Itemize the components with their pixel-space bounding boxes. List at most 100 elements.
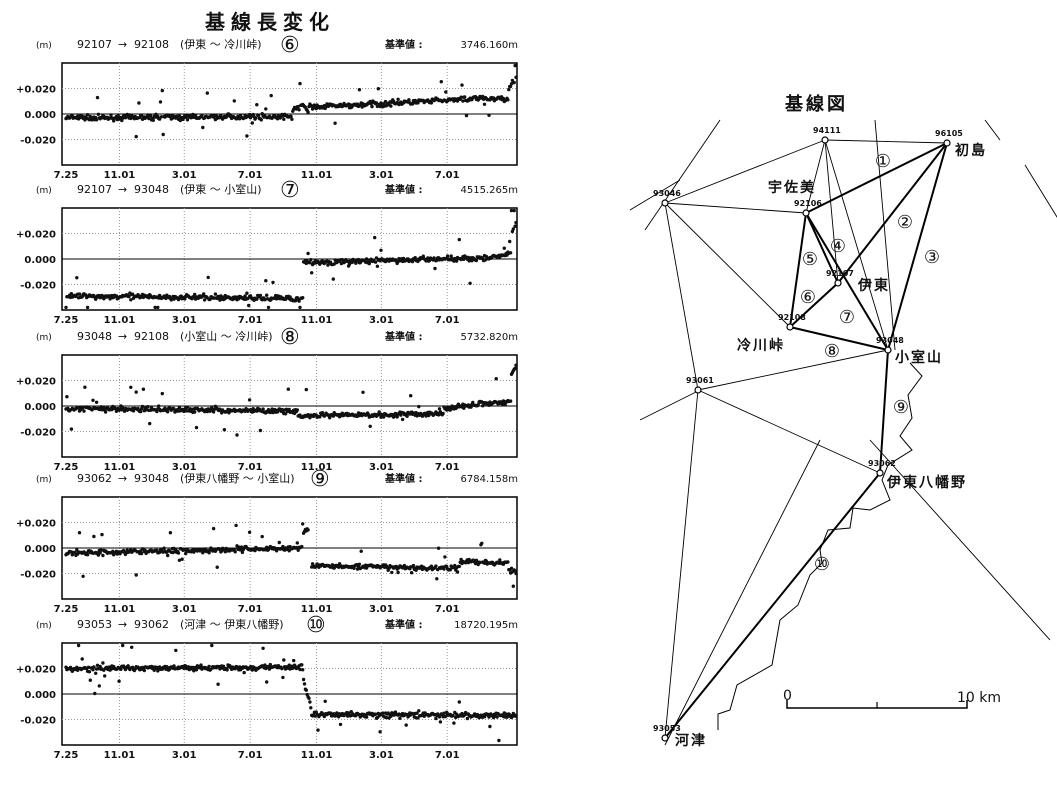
data-point bbox=[487, 113, 491, 118]
data-point bbox=[407, 98, 411, 102]
data-point bbox=[411, 563, 416, 568]
data-point bbox=[92, 534, 96, 539]
data-point bbox=[310, 107, 315, 111]
network-line bbox=[629, 179, 681, 211]
data-point bbox=[400, 417, 405, 422]
data-point bbox=[185, 405, 190, 409]
data-point bbox=[461, 99, 465, 103]
data-point bbox=[205, 91, 209, 95]
data-point bbox=[103, 410, 108, 414]
data-point bbox=[282, 658, 286, 662]
data-point bbox=[370, 104, 374, 109]
data-point bbox=[413, 256, 417, 260]
data-point bbox=[442, 567, 446, 571]
data-point bbox=[140, 404, 145, 409]
data-point bbox=[77, 531, 82, 535]
data-point bbox=[291, 666, 295, 670]
data-point bbox=[514, 714, 518, 718]
data-point bbox=[94, 671, 98, 675]
data-point bbox=[395, 415, 399, 419]
reference-value: 18720.195m bbox=[454, 620, 518, 631]
data-point bbox=[258, 428, 263, 433]
data-point bbox=[148, 421, 152, 426]
data-point bbox=[151, 118, 155, 123]
data-point bbox=[287, 407, 291, 412]
data-point bbox=[286, 387, 290, 391]
data-point bbox=[434, 564, 438, 568]
main-title: 基線長変化 bbox=[205, 10, 335, 34]
data-point bbox=[85, 113, 90, 117]
data-point bbox=[494, 377, 498, 381]
data-point bbox=[221, 664, 226, 668]
to-station: 93048 bbox=[134, 472, 169, 485]
route-label: (河津 ～ 伊東八幡野) bbox=[180, 617, 284, 631]
data-point bbox=[81, 574, 85, 578]
y-tick-label: +0.020 bbox=[16, 665, 56, 676]
data-point bbox=[157, 117, 162, 121]
y-tick-label: 0.000 bbox=[24, 402, 56, 413]
y-tick-label: +0.020 bbox=[16, 230, 56, 241]
data-point bbox=[269, 93, 273, 98]
reference-value: 4515.265m bbox=[461, 185, 518, 196]
data-point bbox=[498, 558, 502, 562]
station-name: 河津 bbox=[675, 732, 707, 749]
data-point bbox=[287, 663, 291, 667]
baseline-number: ⑧ bbox=[280, 325, 300, 350]
data-point bbox=[294, 545, 299, 550]
data-point bbox=[323, 699, 327, 703]
unit-label: (m) bbox=[36, 186, 52, 196]
data-point bbox=[247, 303, 251, 308]
y-tick-label: 0.000 bbox=[24, 110, 56, 121]
unit-label: (m) bbox=[36, 41, 52, 51]
x-tick-label: 11.01 bbox=[104, 462, 136, 473]
data-point bbox=[129, 298, 133, 302]
baseline-number: ⑤ bbox=[802, 249, 818, 270]
data-point bbox=[384, 715, 389, 720]
data-point bbox=[160, 391, 164, 396]
data-point bbox=[508, 239, 512, 244]
reference-label: 基準値 : bbox=[384, 38, 422, 51]
data-point bbox=[290, 117, 294, 122]
data-point bbox=[98, 551, 102, 555]
data-point bbox=[433, 266, 437, 271]
data-point bbox=[256, 113, 261, 118]
station-id: 93062 bbox=[868, 459, 896, 468]
data-point bbox=[255, 297, 259, 301]
to-station: 92108 bbox=[134, 330, 169, 343]
data-point bbox=[222, 428, 227, 432]
data-point bbox=[130, 645, 134, 649]
route-label: (伊東八幡野 ～ 小室山) bbox=[180, 471, 295, 485]
data-point bbox=[139, 113, 144, 118]
data-point bbox=[417, 709, 421, 713]
data-point bbox=[295, 541, 299, 545]
data-point bbox=[330, 563, 335, 567]
data-point bbox=[259, 118, 263, 122]
data-point bbox=[144, 408, 148, 412]
data-point bbox=[436, 413, 441, 417]
data-point bbox=[448, 568, 452, 572]
x-tick-label: 3.01 bbox=[172, 170, 197, 181]
baseline-3 bbox=[887, 142, 948, 351]
x-tick-label: 3.01 bbox=[369, 462, 394, 473]
data-point bbox=[268, 662, 272, 667]
y-tick-label: 0.000 bbox=[24, 690, 56, 701]
data-point bbox=[514, 75, 518, 80]
data-point bbox=[466, 255, 470, 260]
reference-label: 基準値 : bbox=[384, 330, 422, 343]
data-point bbox=[176, 551, 181, 555]
data-point bbox=[457, 237, 461, 242]
x-tick-label: 7.01 bbox=[435, 604, 460, 615]
data-point bbox=[349, 710, 353, 714]
baseline-2 bbox=[837, 142, 948, 284]
baseline-number: ⑨ bbox=[893, 397, 909, 418]
network-line bbox=[984, 119, 1001, 141]
reference-value: 5732.820m bbox=[461, 332, 518, 343]
data-point bbox=[199, 663, 203, 667]
data-point bbox=[85, 553, 90, 557]
data-point bbox=[127, 294, 131, 299]
data-point bbox=[292, 658, 296, 663]
data-point bbox=[93, 691, 97, 696]
data-point bbox=[449, 254, 453, 258]
data-point bbox=[512, 208, 516, 213]
